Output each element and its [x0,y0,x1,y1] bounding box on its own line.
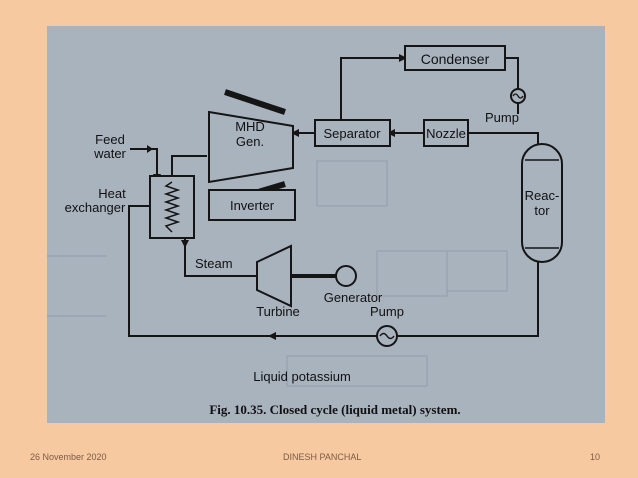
mhd-magnet-top [224,89,286,115]
separator-label: Separator [323,126,381,141]
mhd-generator [208,110,294,184]
footer-author: DINESH PANCHAL [283,452,362,462]
diagram-photo: Condenser Pump Separator Nozzle MHD Gen.… [47,26,605,423]
inverter-box [208,189,296,221]
cycle-diagram: Condenser Pump Separator Nozzle MHD Gen.… [47,45,563,417]
heat-exchanger-coil [163,181,181,233]
heat-exchanger-box [149,175,195,239]
footer-page-number: 10 [590,452,601,462]
pump-top-label: Pump [485,110,519,125]
reactor-label-line2: tor [534,203,550,218]
generator-circle [335,265,357,287]
nozzle-box [423,119,469,147]
feed-label-line2: water [93,146,126,161]
figure-caption: Fig. 10.35. Closed cycle (liquid metal) … [209,402,460,417]
condenser-box [404,45,506,71]
turbine-label: Turbine [256,304,300,319]
mhd-label-line2: Gen. [236,134,264,149]
liquid-potassium-label: Liquid potassium [253,369,351,384]
footer-date: 26 November 2020 [30,452,107,462]
background-bleed [47,160,508,387]
heat-exchanger-label-line2: exchanger [65,200,126,215]
mhd-label-line1: MHD [235,119,265,134]
pump-top [510,88,526,104]
inverter-label: Inverter [230,198,275,213]
pump-bottom [376,325,398,347]
reactor-vessel [521,143,563,263]
pump-bottom-label: Pump [370,304,404,319]
reactor-label-line1: Reac- [525,188,560,203]
feed-label-line1: Feed [95,132,125,147]
pipes [128,57,539,337]
heat-exchanger-label-line1: Heat [98,186,126,201]
separator-box [314,119,391,147]
condenser-label: Condenser [421,51,490,67]
turbine [256,244,292,308]
steam-label: Steam [195,256,233,271]
generator-label: Generator [324,290,383,305]
nozzle-label: Nozzle [426,126,466,141]
